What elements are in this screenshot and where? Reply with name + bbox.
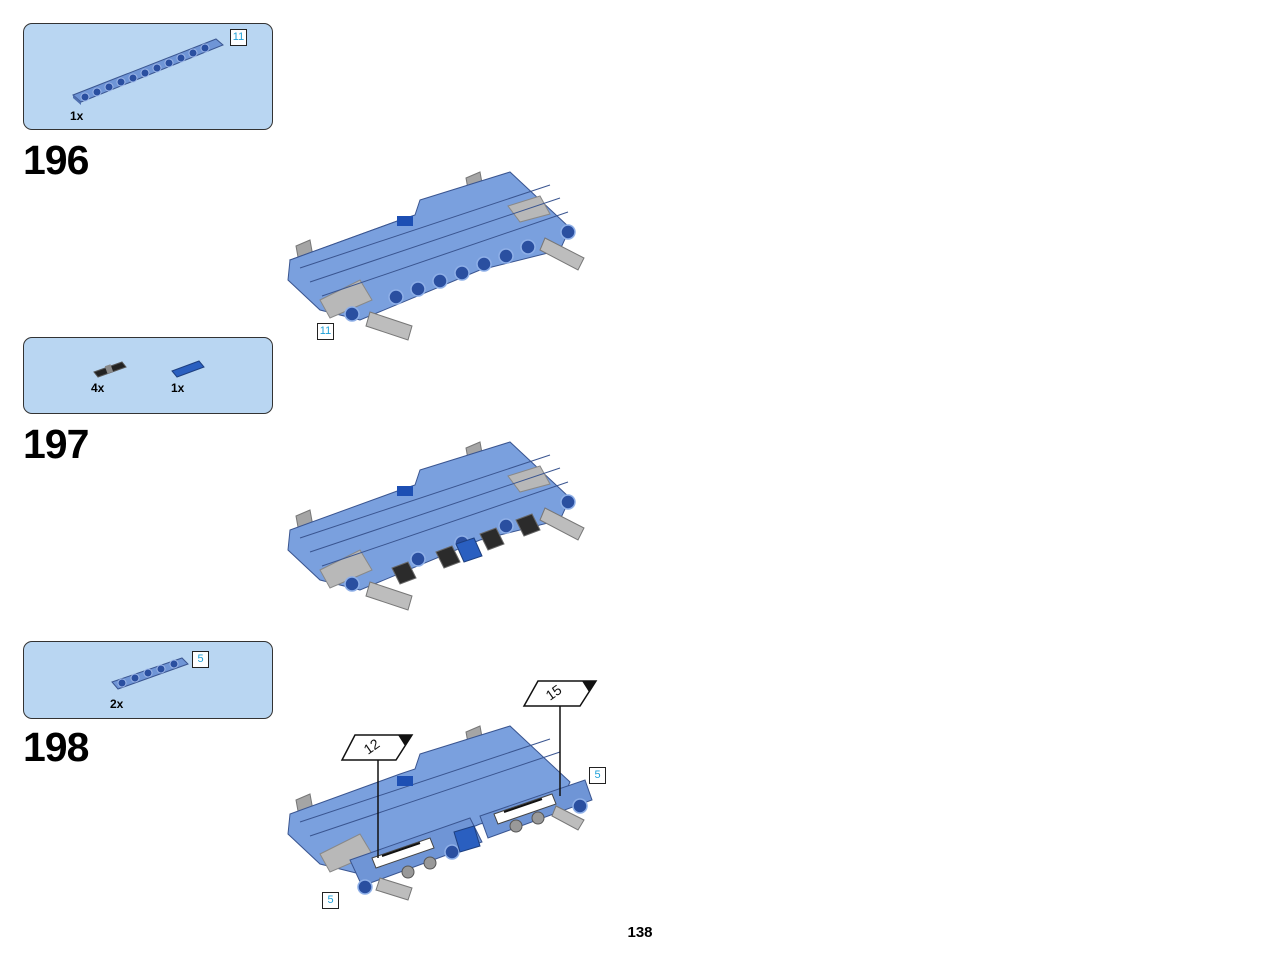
model-length-callout: 5: [589, 767, 606, 784]
part-length-callout: 5: [192, 651, 209, 668]
black-friction-pin-icon: [93, 361, 127, 378]
part-quantity: 1x: [171, 381, 185, 395]
step-number: 198: [23, 724, 89, 770]
part-quantity: 4x: [91, 381, 105, 395]
liftarm-5-icon: [111, 657, 189, 690]
step-number: 197: [23, 421, 89, 467]
liftarm-11-icon: [72, 38, 224, 105]
parts-box-step-198: 5 2x: [23, 641, 273, 719]
model-length-callout: 11: [317, 323, 334, 340]
part-quantity: 2x: [110, 697, 124, 711]
model-illustration-step-197: [287, 441, 585, 611]
step-number: 196: [23, 137, 89, 183]
part-length-callout: 11: [230, 29, 247, 46]
blue-axle-pin-icon: [171, 360, 205, 378]
page-number: 138: [627, 924, 653, 941]
model-illustration-step-196: [287, 171, 585, 341]
parts-box-step-196: 11 1x: [23, 23, 273, 130]
model-length-callout: 5: [322, 892, 339, 909]
parts-box-step-197: 4x 1x: [23, 337, 273, 414]
model-illustration-step-198: 12 15: [287, 680, 598, 901]
part-quantity: 1x: [70, 109, 84, 123]
